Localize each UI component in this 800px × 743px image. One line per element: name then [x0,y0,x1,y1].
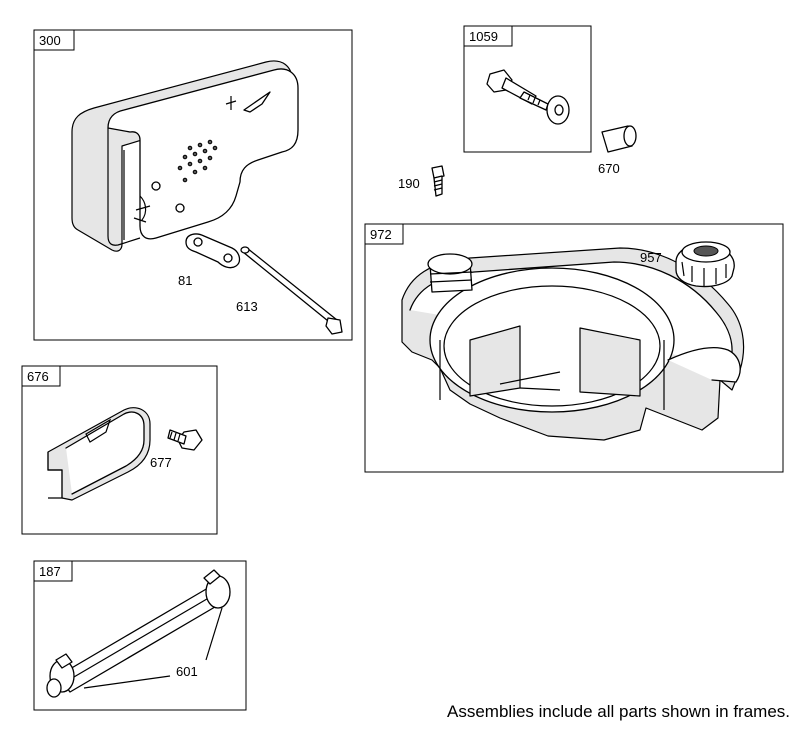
part-957-fuel-cap [675,241,735,288]
flat-washer [546,95,570,125]
part-613-bolt [240,246,343,335]
part-label-613: 613 [236,299,258,314]
hose-clamp-upper [203,569,231,609]
part-label-81: 81 [178,273,192,288]
part-label-601: 601 [176,664,198,679]
shoulder-bolt [486,69,549,111]
part-label-190: 190 [398,176,420,191]
assembly-hardware-frame: 1059 [463,25,592,153]
assembly-number-972: 972 [370,227,392,242]
footer-note: Assemblies include all parts shown in fr… [447,702,790,721]
part-label-677: 677 [150,455,172,470]
assembly-fuel-tank-frame: 972 957 [364,223,784,473]
leader-601-lower [83,675,171,689]
muffler-body [71,60,299,252]
assembly-fuel-line-frame: 187 601 [33,560,247,711]
part-label-957: 957 [640,250,662,265]
part-677-screw [167,429,203,451]
assembly-number-187: 187 [39,564,61,579]
part-81-gasket-plate [185,233,241,269]
assembly-number-300: 300 [39,33,61,48]
leader-601-upper [205,607,223,661]
part-670-spacer [601,125,637,153]
hose-clamp-lower [46,653,75,698]
vent-holes [177,139,218,183]
assembly-number-676: 676 [27,369,49,384]
part-label-670: 670 [598,161,620,176]
part-190-screw [431,165,445,197]
assembly-muffler-frame: 300 81 [33,29,353,341]
assembly-number-1059: 1059 [469,29,498,44]
assembly-guard-frame: 676 677 [21,365,218,535]
fuel-tank-body [401,247,745,441]
guard-plate [47,407,151,501]
fuel-filler-neck [427,253,473,293]
